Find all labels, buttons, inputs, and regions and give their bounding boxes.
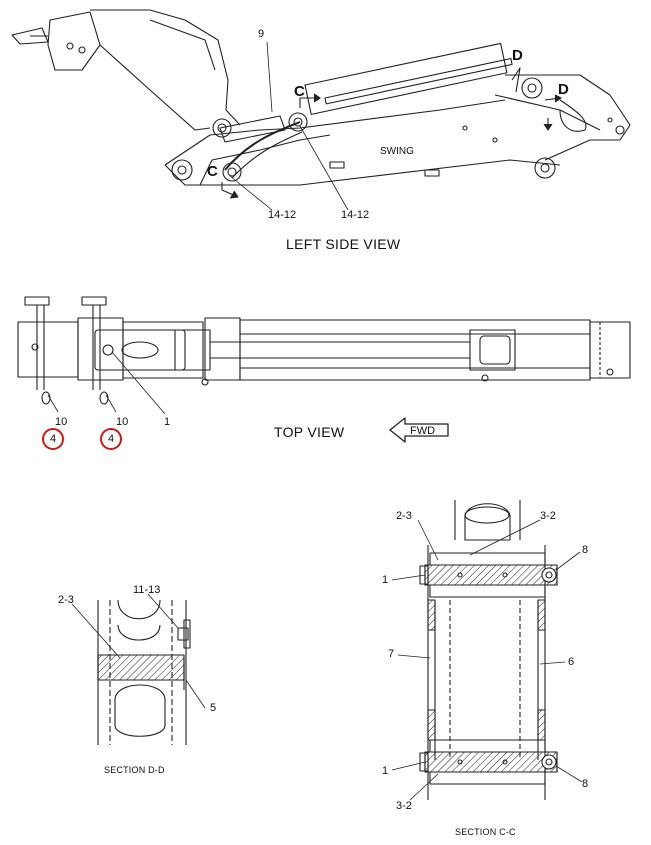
fwd-label: FWD bbox=[410, 425, 436, 437]
section-dd-title: SECTION D-D bbox=[104, 765, 165, 775]
callout-10-right: 10 bbox=[116, 416, 129, 428]
section-cc-view bbox=[391, 500, 583, 801]
callout-5-dd: 5 bbox=[210, 702, 217, 714]
left-side-view-title: LEFT SIDE VIEW bbox=[286, 236, 401, 252]
callout-8-cc-bottom: 8 bbox=[582, 778, 589, 790]
callout-7-cc: 7 bbox=[388, 648, 395, 660]
callout-10-left: 10 bbox=[55, 416, 68, 428]
section-cc-title: SECTION C-C bbox=[455, 827, 516, 837]
callout-3-2-cc-top: 3-2 bbox=[540, 510, 556, 522]
left-side-view bbox=[11, 9, 631, 211]
callout-8-cc-top: 8 bbox=[582, 544, 589, 556]
section-c-marker-lower: C bbox=[207, 163, 218, 180]
callout-1-top: 1 bbox=[164, 416, 171, 428]
top-view bbox=[17, 296, 631, 443]
callout-2-3-dd: 2-3 bbox=[58, 594, 74, 606]
section-c-marker-upper: C bbox=[294, 83, 305, 100]
highlight-badge-4-left: 4 bbox=[42, 428, 64, 450]
callout-6-cc: 6 bbox=[568, 656, 575, 668]
callout-1-cc-top: 1 bbox=[382, 574, 389, 586]
section-d-marker-lower: D bbox=[558, 81, 569, 98]
callout-14-12-left: 14-12 bbox=[268, 209, 297, 221]
swing-label: SWING bbox=[380, 146, 414, 157]
callout-14-12-right: 14-12 bbox=[341, 209, 370, 221]
top-view-title: TOP VIEW bbox=[274, 424, 345, 440]
callout-11-13-dd: 11-13 bbox=[133, 584, 161, 596]
callout-9: 9 bbox=[258, 28, 265, 40]
callout-1-cc-bottom: 1 bbox=[382, 765, 389, 777]
section-d-marker-upper: D bbox=[512, 47, 523, 64]
callout-3-2-cc-bottom: 3-2 bbox=[396, 800, 412, 812]
callout-2-3-cc: 2-3 bbox=[396, 510, 412, 522]
section-dd-view bbox=[71, 593, 206, 745]
highlight-badge-4-right: 4 bbox=[100, 428, 122, 450]
